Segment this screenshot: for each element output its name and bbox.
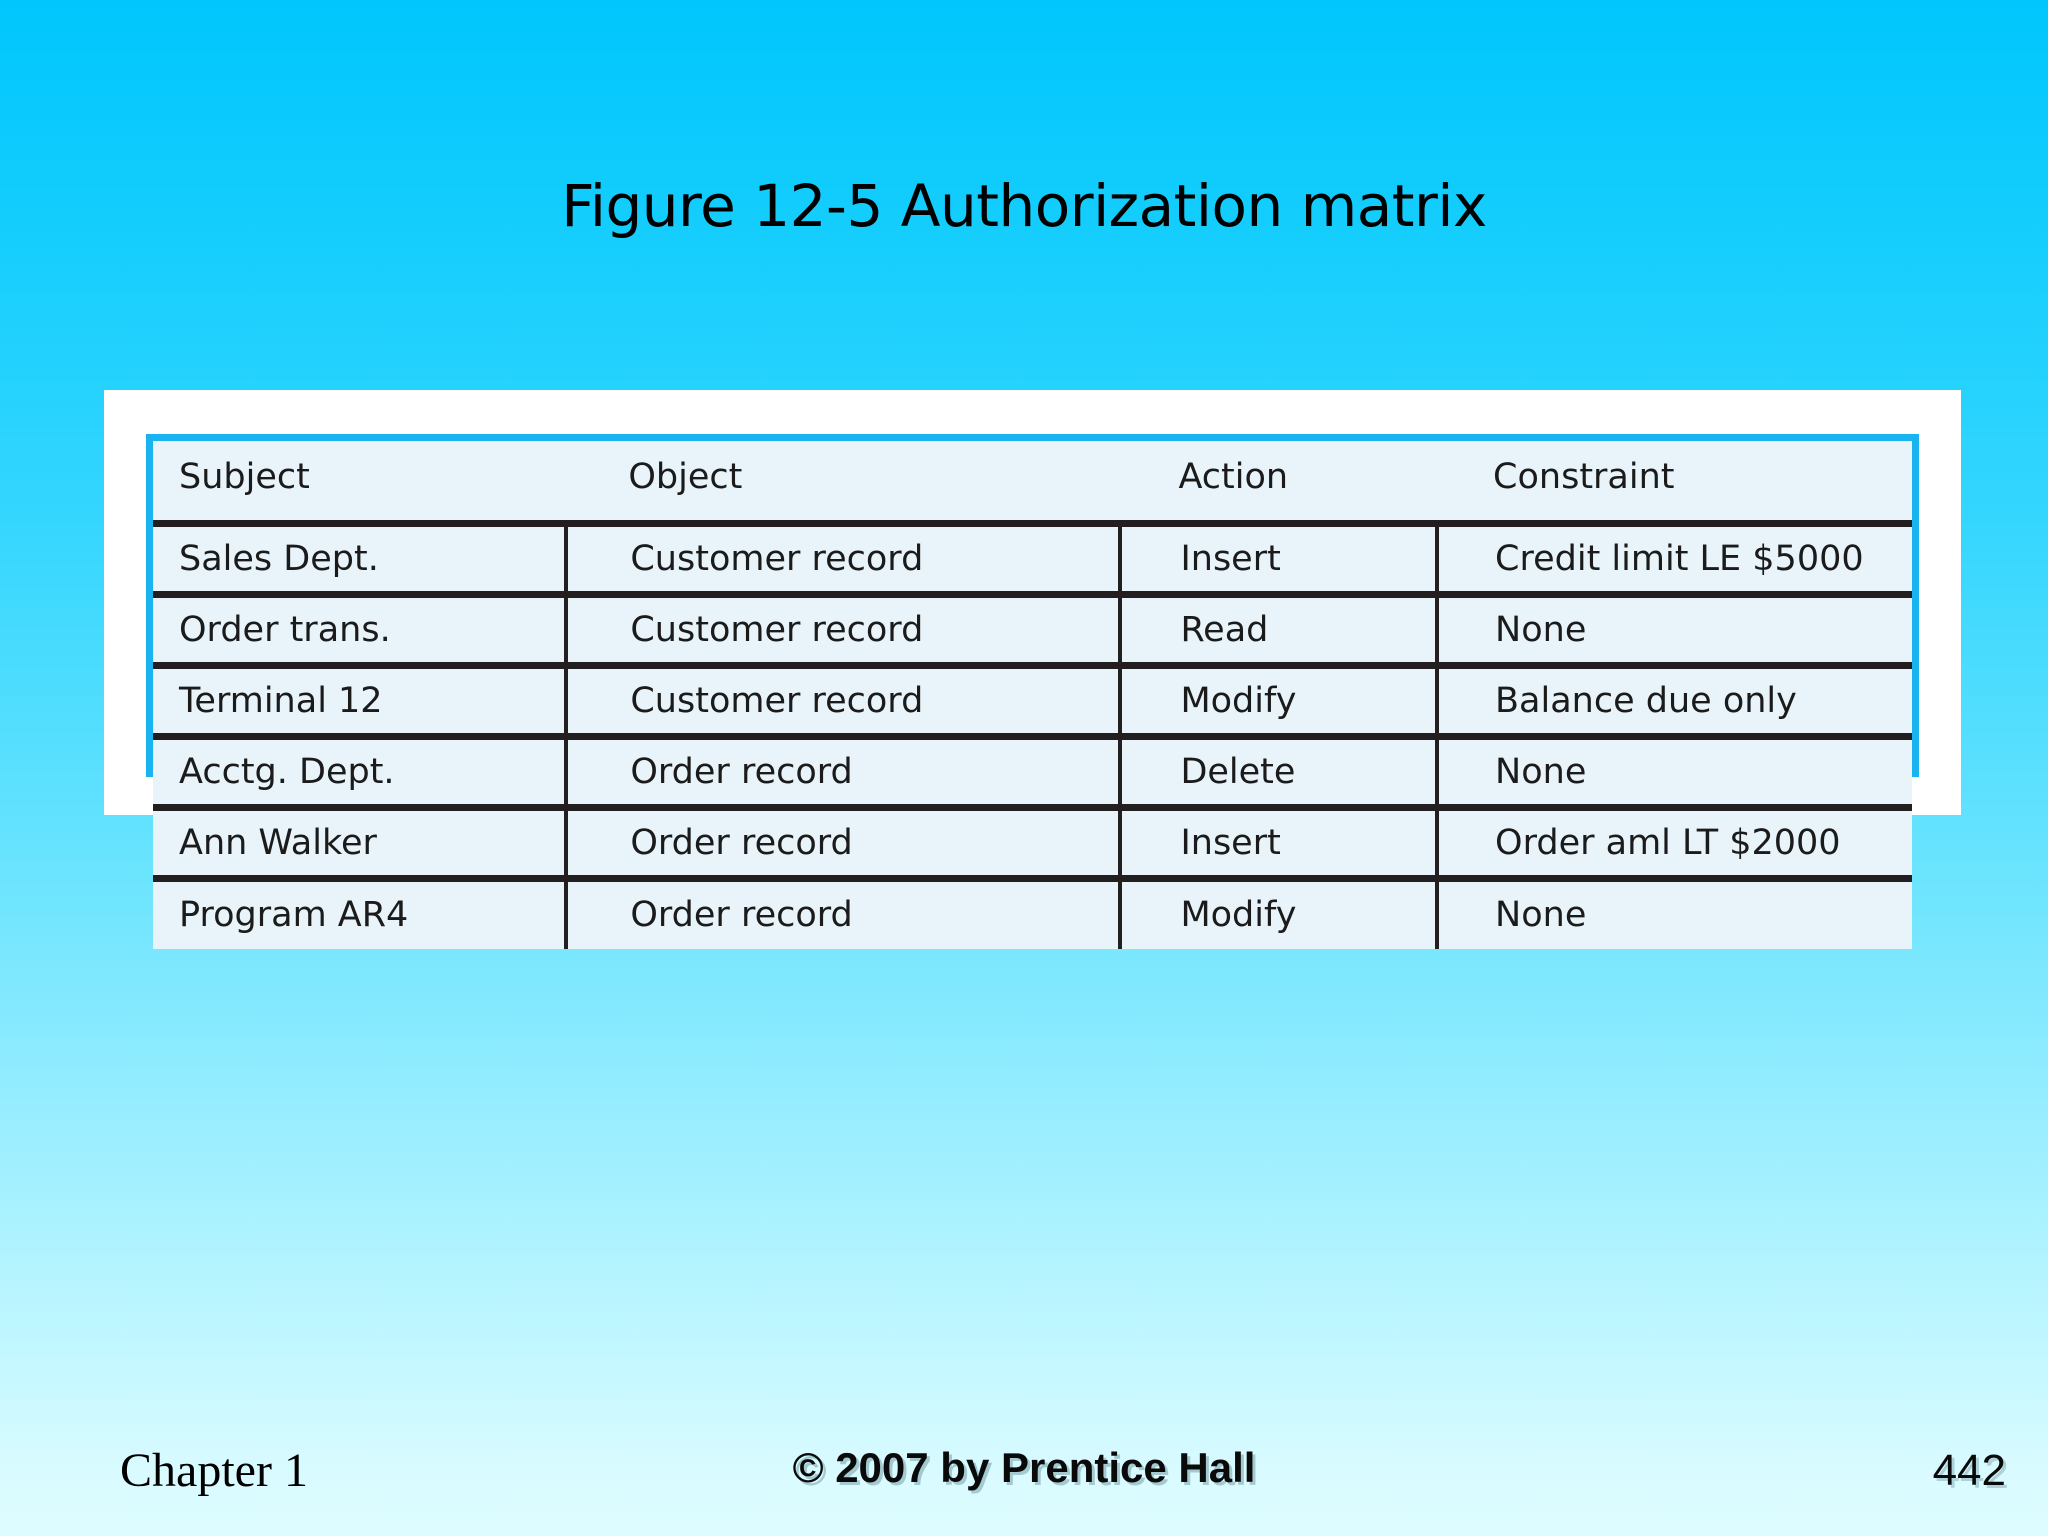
authorization-matrix-table: Subject Object Action Constraint Sales D… bbox=[153, 441, 1912, 949]
cell-action: Modify bbox=[1118, 878, 1438, 949]
cell-subject: Order trans. bbox=[153, 594, 567, 669]
table-row: Program AR4 Order record Modify None bbox=[153, 878, 1912, 949]
table-header-row: Subject Object Action Constraint bbox=[153, 441, 1912, 527]
cell-constraint: None bbox=[1435, 736, 1912, 811]
table-row: Terminal 12 Customer record Modify Balan… bbox=[153, 665, 1912, 740]
table-row: Order trans. Customer record Read None bbox=[153, 594, 1912, 669]
cell-constraint: None bbox=[1435, 594, 1912, 669]
column-header-object: Object bbox=[566, 441, 1121, 527]
cell-constraint: Balance due only bbox=[1435, 665, 1912, 740]
table-row: Acctg. Dept. Order record Delete None bbox=[153, 736, 1912, 811]
cell-subject: Ann Walker bbox=[153, 807, 567, 882]
cell-subject: Terminal 12 bbox=[153, 665, 567, 740]
cell-object: Order record bbox=[564, 878, 1121, 949]
column-header-action: Action bbox=[1120, 441, 1438, 527]
table-row: Sales Dept. Customer record Insert Credi… bbox=[153, 523, 1912, 598]
figure-border: Subject Object Action Constraint Sales D… bbox=[146, 434, 1919, 949]
cell-object: Customer record bbox=[564, 594, 1121, 669]
cell-subject: Acctg. Dept. bbox=[153, 736, 567, 811]
table-row: Ann Walker Order record Insert Order aml… bbox=[153, 807, 1912, 882]
footer-page-number: 442 bbox=[1932, 1446, 2006, 1495]
cell-action: Read bbox=[1118, 594, 1438, 669]
cell-object: Customer record bbox=[564, 665, 1121, 740]
cell-subject: Program AR4 bbox=[153, 878, 567, 949]
cell-action: Delete bbox=[1118, 736, 1438, 811]
cell-action: Insert bbox=[1118, 523, 1438, 598]
figure-authorization-matrix: Subject Object Action Constraint Sales D… bbox=[104, 390, 1961, 949]
cell-action: Modify bbox=[1118, 665, 1438, 740]
cell-object: Order record bbox=[564, 736, 1121, 811]
column-header-subject: Subject bbox=[153, 441, 567, 527]
table-body: Sales Dept. Customer record Insert Credi… bbox=[153, 523, 1912, 949]
footer-chapter-label: Chapter 1 bbox=[120, 1444, 308, 1497]
cell-object: Customer record bbox=[564, 523, 1121, 598]
cell-constraint: None bbox=[1435, 878, 1912, 949]
cell-constraint: Credit limit LE $5000 bbox=[1435, 523, 1912, 598]
column-header-constraint: Constraint bbox=[1437, 441, 1912, 527]
cell-subject: Sales Dept. bbox=[153, 523, 567, 598]
table-header: Subject Object Action Constraint bbox=[153, 441, 1912, 527]
cell-constraint: Order aml LT $2000 bbox=[1435, 807, 1912, 882]
footer-copyright: © 2007 by Prentice Hall bbox=[792, 1444, 1256, 1491]
page-title: Figure 12-5 Authorization matrix bbox=[561, 172, 1487, 240]
cell-action: Insert bbox=[1118, 807, 1438, 882]
cell-object: Order record bbox=[564, 807, 1121, 882]
